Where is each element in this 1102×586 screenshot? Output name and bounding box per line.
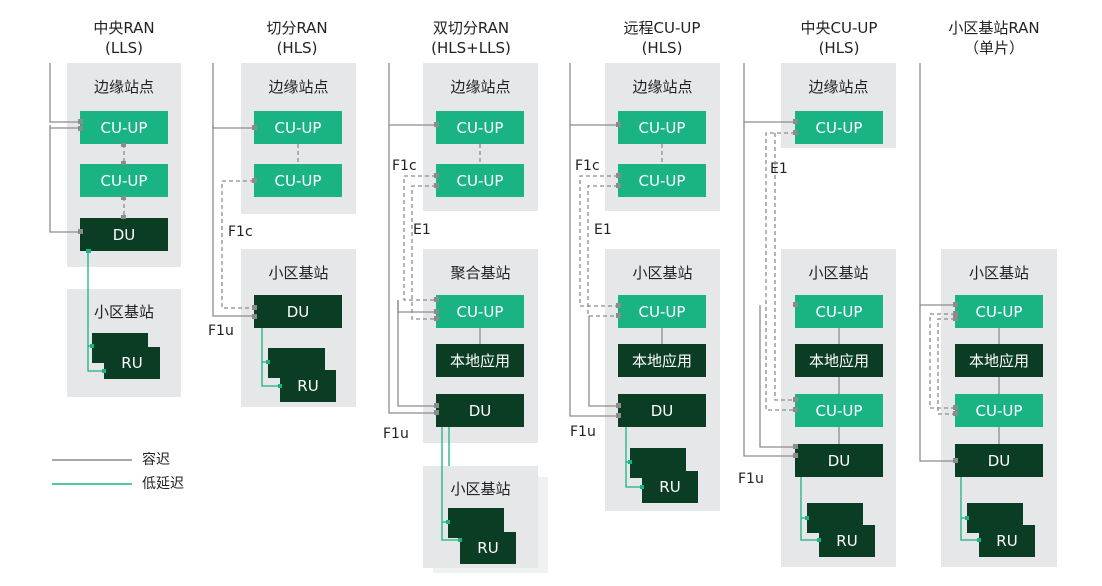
edge-site-label: 边缘站点 <box>632 78 693 96</box>
cu-up-node: CU-UP <box>254 111 342 144</box>
cu-up-node: CU-UP <box>80 111 168 144</box>
cell-site-label: 小区基站 <box>968 264 1029 282</box>
column-title-cell-site-ran: 小区基站RAN （单片） <box>919 18 1069 58</box>
local-app-node: 本地应用 <box>436 344 524 377</box>
legend-low-latency-label: 低延迟 <box>142 476 184 492</box>
cell-site-label: 小区基站 <box>450 480 511 498</box>
du-node: DU <box>795 444 883 477</box>
column-title-remote-cu-up: 远程CU-UP (HLS) <box>587 18 737 58</box>
cu-up-node: CU-UP <box>80 164 168 197</box>
title-line-2: (HLS+LLS) <box>431 39 511 57</box>
title-line-2: (HLS) <box>276 39 318 57</box>
cell-site-label: 小区基站 <box>93 303 154 321</box>
cu-up-node: CU-UP <box>795 295 883 328</box>
f1c-label: F1c <box>575 158 600 174</box>
title-line-1: 中央CU-UP <box>800 19 878 37</box>
ru-node: RU <box>104 347 160 379</box>
local-app-node: 本地应用 <box>955 344 1043 377</box>
f1u-label: F1u <box>383 426 409 442</box>
cu-up-node: CU-UP <box>436 111 524 144</box>
f1u-label: F1u <box>570 424 596 440</box>
title-line-1: 远程CU-UP <box>623 19 701 37</box>
title-line-2: （单片） <box>963 39 1024 57</box>
title-line-1: 中央RAN <box>93 19 155 37</box>
cu-up-node: CU-UP <box>955 394 1043 427</box>
cu-up-node: CU-UP <box>955 295 1043 328</box>
edge-site-label: 边缘站点 <box>93 78 154 96</box>
ru-node: RU <box>460 532 516 564</box>
cu-up-node: CU-UP <box>254 164 342 197</box>
cu-up-node: CU-UP <box>795 394 883 427</box>
e1-label: E1 <box>770 161 788 177</box>
title-line-2: (HLS) <box>641 39 683 57</box>
edge-site-label: 边缘站点 <box>450 78 511 96</box>
column-title-central-ran: 中央RAN (LLS) <box>49 18 199 58</box>
title-line-1: 切分RAN <box>266 19 328 37</box>
e1-label: E1 <box>594 222 612 238</box>
du-node: DU <box>436 394 524 427</box>
cell-site-label: 小区基站 <box>632 264 693 282</box>
local-app-node: 本地应用 <box>618 344 706 377</box>
cell-site-label: 小区基站 <box>268 264 329 282</box>
f1c-label: F1c <box>228 224 253 240</box>
cu-up-node: CU-UP <box>436 164 524 197</box>
legend-latency-label: 容迟 <box>142 452 170 468</box>
du-node: DU <box>955 444 1043 477</box>
title-line-2: (LLS) <box>105 39 143 57</box>
title-line-2: (HLS) <box>818 39 860 57</box>
column-title-dual-split-ran: 双切分RAN (HLS+LLS) <box>396 18 546 58</box>
column-title-central-cu-up: 中央CU-UP (HLS) <box>764 18 914 58</box>
f1c-label: F1c <box>392 158 417 174</box>
column-title-split-ran: 切分RAN (HLS) <box>222 18 372 58</box>
e1-label: E1 <box>413 222 431 238</box>
f1u-label: F1u <box>208 323 234 339</box>
edge-site-label: 边缘站点 <box>268 78 329 96</box>
cu-up-node: CU-UP <box>618 111 706 144</box>
aggregation-site-label: 聚合基站 <box>450 264 511 282</box>
ru-node: RU <box>979 525 1035 557</box>
cell-site-label: 小区基站 <box>808 264 869 282</box>
ru-node: RU <box>819 525 875 557</box>
edge-site-label: 边缘站点 <box>808 78 869 96</box>
cu-up-node: CU-UP <box>618 164 706 197</box>
ru-node: RU <box>642 471 698 503</box>
cu-up-node: CU-UP <box>795 111 883 144</box>
du-node: DU <box>618 394 706 427</box>
local-app-node: 本地应用 <box>795 344 883 377</box>
cu-up-node: CU-UP <box>436 295 524 328</box>
title-line-1: 小区基站RAN <box>948 19 1040 37</box>
du-node: DU <box>80 218 168 251</box>
title-line-1: 双切分RAN <box>432 19 510 37</box>
f1u-label: F1u <box>738 471 764 487</box>
ru-node: RU <box>280 370 336 402</box>
cu-up-node: CU-UP <box>618 295 706 328</box>
du-node: DU <box>254 295 342 328</box>
